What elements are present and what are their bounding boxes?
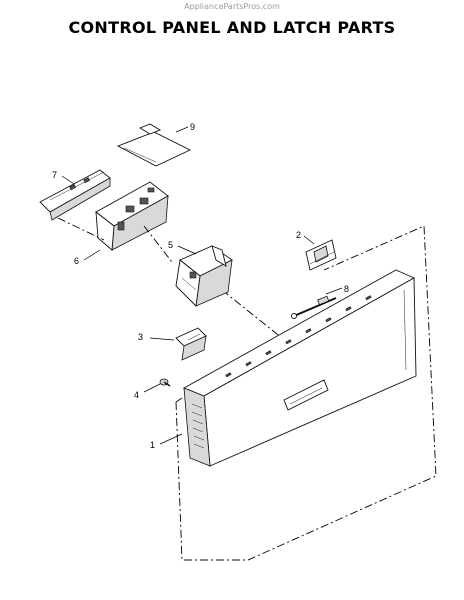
leader-4 [143, 383, 161, 393]
part-4-screw[interactable] [159, 378, 171, 387]
callout-9[interactable]: 9 [190, 122, 195, 132]
panel-boundary [175, 225, 437, 561]
part-7-ui-board[interactable] [39, 169, 111, 221]
button-row [225, 295, 372, 378]
callout-3[interactable]: 3 [138, 332, 143, 342]
alignment-line-5 [221, 289, 283, 339]
panel-boundary-link [175, 397, 183, 403]
leader-2 [303, 235, 315, 245]
door-handle-recess [283, 379, 329, 411]
part-9-shield[interactable] [116, 123, 192, 167]
leader-8 [325, 287, 343, 295]
vent-slots [191, 403, 205, 449]
leader-7 [61, 175, 75, 185]
leader-5 [177, 245, 197, 255]
diagram-title: CONTROL PANEL AND LATCH PARTS [68, 18, 396, 37]
leader-9 [175, 126, 189, 133]
alignment-line-6 [143, 225, 173, 263]
leader-6 [83, 249, 101, 261]
callout-8[interactable]: 8 [344, 284, 349, 294]
callout-5[interactable]: 5 [168, 240, 173, 250]
part-1-control-panel[interactable] [182, 269, 417, 467]
callout-1[interactable]: 1 [150, 440, 155, 450]
callout-2[interactable]: 2 [296, 230, 301, 240]
leader-1 [159, 433, 183, 445]
part-2-bracket[interactable] [305, 239, 337, 271]
leader-3 [149, 337, 175, 341]
part-3-latch-bracket[interactable] [175, 327, 207, 361]
part-6-control-housing[interactable] [95, 181, 169, 251]
part-8-wire-harness[interactable] [291, 295, 337, 319]
callout-6[interactable]: 6 [74, 256, 79, 266]
part-5-door-latch[interactable] [175, 245, 233, 307]
callout-4[interactable]: 4 [134, 390, 139, 400]
watermark: AppliancePartsPros.com [184, 2, 280, 11]
callout-7[interactable]: 7 [52, 170, 57, 180]
